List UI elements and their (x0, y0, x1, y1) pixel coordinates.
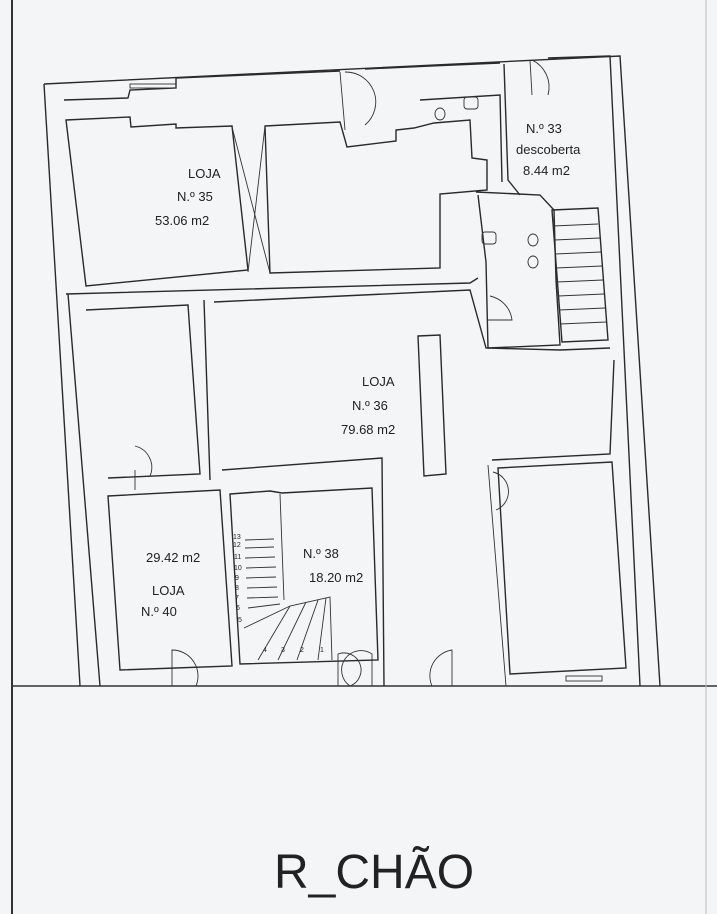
drawing-title: R_CHÃO (274, 845, 474, 899)
door-icon (488, 295, 513, 321)
room-33-label: N.º 33 descoberta 8.44 m2 (516, 121, 581, 178)
room-38-label: N.º 38 18.20 m2 (303, 546, 363, 585)
svg-text:descoberta: descoberta (516, 142, 581, 157)
room-35-label: LOJA N.º 35 53.06 m2 (155, 166, 221, 228)
right-stair-treads (552, 223, 607, 325)
svg-text:LOJA: LOJA (188, 166, 221, 181)
door-icon (529, 59, 550, 96)
toilet-icon (527, 255, 539, 269)
svg-text:18.20 m2: 18.20 m2 (309, 570, 363, 585)
stair-step-number: 7 (235, 595, 239, 602)
left-stair: 13 12 11 10 9 8 7 6 5 4 3 2 1 (233, 534, 333, 661)
svg-text:53.06 m2: 53.06 m2 (155, 213, 209, 228)
svg-text:N.º 38: N.º 38 (303, 546, 339, 561)
svg-text:8.44 m2: 8.44 m2 (523, 163, 570, 178)
stair-step-number: 5 (238, 617, 242, 624)
stair-step-number: 6 (236, 605, 240, 612)
door-icon (429, 649, 453, 687)
bidet-icon (527, 233, 539, 247)
stair-step-number: 4 (263, 647, 267, 654)
stair-step-number: 10 (234, 565, 242, 572)
stair-step-number: 3 (281, 647, 285, 654)
room-40-label: 29.42 m2 LOJA N.º 40 (141, 550, 200, 619)
sink-icon (481, 231, 497, 245)
stair-step-number: 2 (300, 647, 304, 654)
door-icon (134, 445, 153, 490)
svg-text:N.º 40: N.º 40 (141, 604, 177, 619)
svg-text:N.º 36: N.º 36 (352, 398, 388, 413)
door-icon (171, 649, 199, 687)
stair-step-number: 11 (234, 554, 241, 561)
svg-text:LOJA: LOJA (362, 374, 395, 389)
stair-step-number: 1 (320, 647, 324, 654)
svg-text:LOJA: LOJA (152, 583, 185, 598)
svg-text:N.º 35: N.º 35 (177, 189, 213, 204)
sink-icon (463, 96, 479, 110)
svg-text:29.42 m2: 29.42 m2 (146, 550, 200, 565)
stair-step-number: 12 (233, 542, 241, 549)
door-icon (492, 471, 509, 511)
door-icon (339, 71, 377, 131)
svg-text:79.68 m2: 79.68 m2 (341, 422, 395, 437)
stair-step-number: 13 (233, 534, 241, 541)
svg-text:N.º 33: N.º 33 (526, 121, 562, 136)
door-icon (337, 650, 373, 687)
room-36-label: LOJA N.º 36 79.68 m2 (341, 374, 395, 437)
stair-step-number: 9 (235, 575, 239, 582)
stair-step-number: 8 (235, 585, 239, 592)
outer-walls (43, 55, 661, 687)
toilet-icon (434, 107, 446, 121)
doors (129, 59, 603, 687)
